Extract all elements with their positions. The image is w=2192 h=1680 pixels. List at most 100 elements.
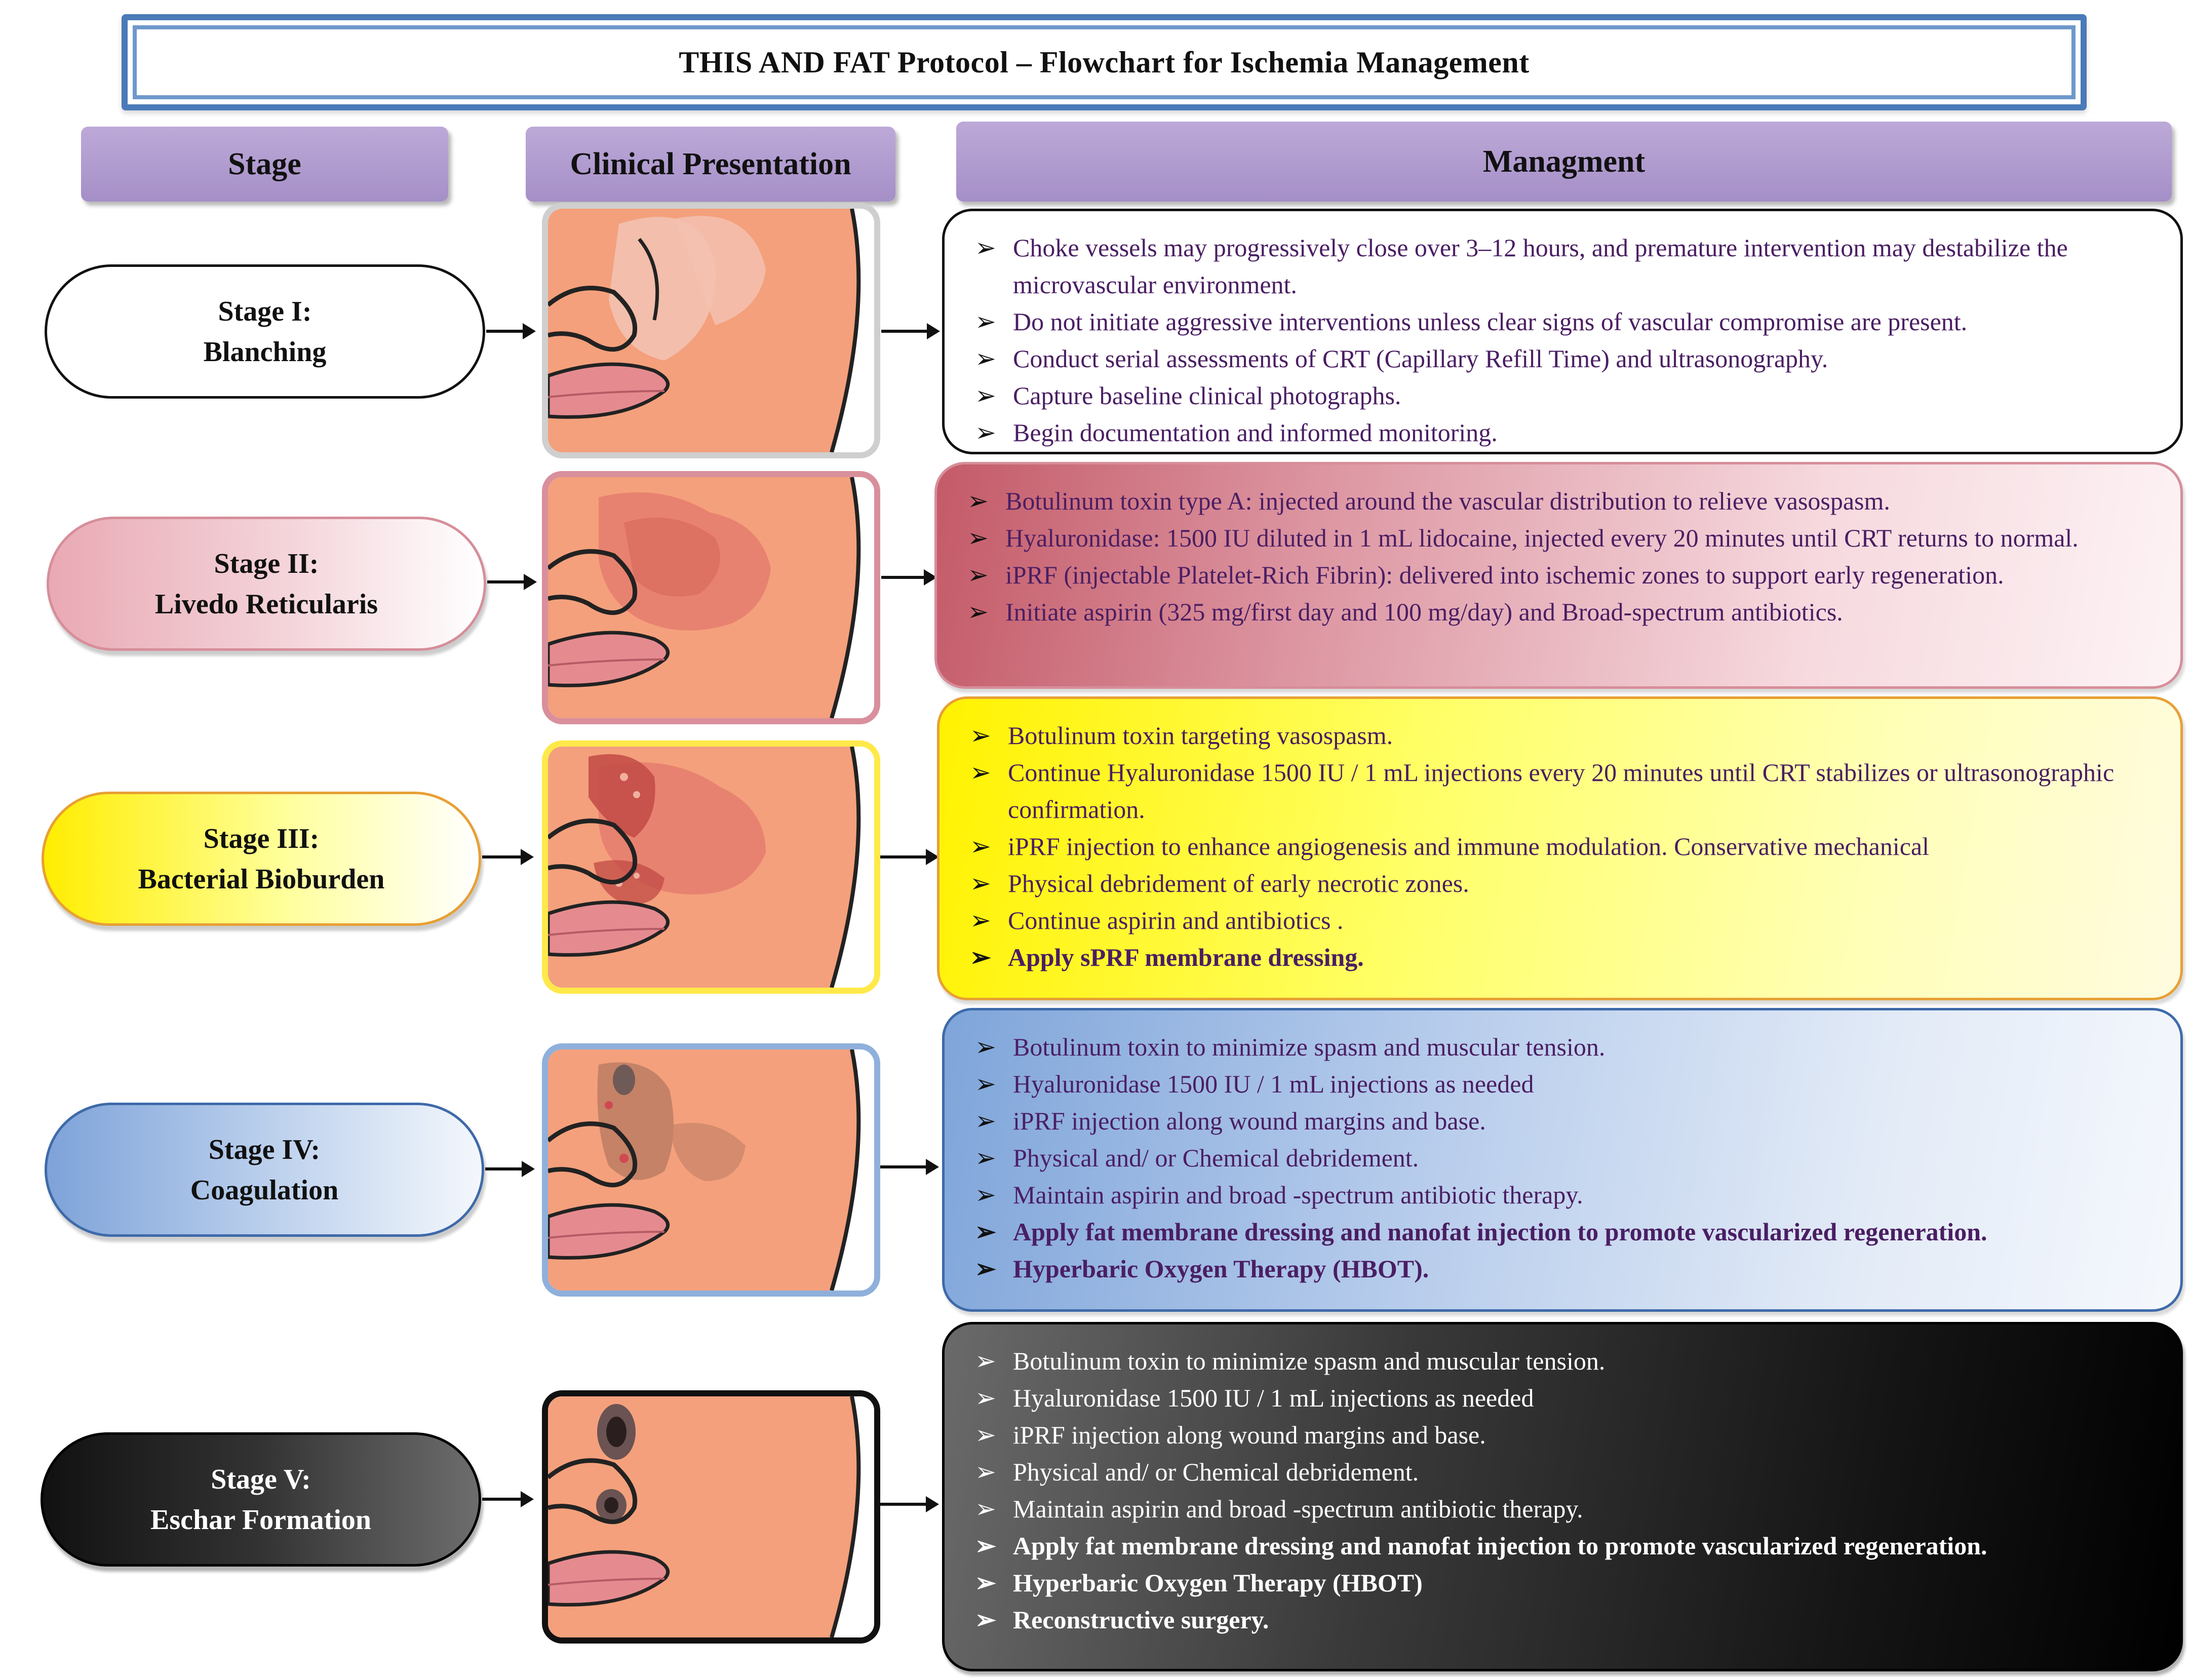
arrow-bullet-icon: ➢: [975, 1181, 996, 1209]
face-blanching-drawing: [548, 209, 874, 452]
list-item: ➢ Maintain aspirin and broad -spectrum an…: [975, 1177, 2150, 1214]
arrow-bullet-icon: ➢: [975, 1458, 996, 1486]
management-list-stage-2: ➢ Botulinum toxin type A: injected around…: [967, 483, 2150, 631]
list-item-text: Capture baseline clinical photographs.: [1013, 381, 1401, 410]
management-box-stage-4: ➢ Botulinum toxin to minimize spasm and m…: [942, 1008, 2183, 1312]
header-clinical: Clinical Presentation: [526, 127, 895, 202]
arrow-stage-1: [486, 323, 536, 339]
list-item-text: Botulinum toxin to minimize spasm and mu…: [1013, 1033, 1606, 1061]
arrow-bullet-icon: ➢: [970, 906, 991, 934]
arrow-bullet-icon: ➢: [975, 381, 996, 410]
arrow-bullet-icon: ➢: [975, 1033, 996, 1061]
list-item-text: Continue aspirin and antibiotics .: [1008, 906, 1344, 934]
list-item: ➢ Hyperbaric Oxygen Therapy (HBOT).: [975, 1251, 2150, 1287]
arrow-bullet-icon: ➢: [970, 758, 991, 787]
stage-2-number: Stage II:: [214, 548, 319, 579]
arrow-bullet-icon: ➢: [975, 1421, 996, 1449]
list-item-text: iPRF injection to enhance angiogenesis a…: [1008, 832, 1930, 861]
header-stage-label: Stage: [228, 146, 301, 181]
face-bioburden-drawing: [548, 747, 874, 988]
header-management-label: Managment: [1482, 144, 1646, 179]
arrow-bullet-icon: ➢: [975, 1384, 996, 1412]
arrow-stage-3: [482, 849, 534, 865]
arrow-bullet-icon: ➢: [975, 1255, 996, 1283]
title-banner: THIS AND FAT Protocol – Flowchart for Is…: [122, 14, 2087, 110]
management-list-stage-3: ➢ Botulinum toxin targeting vasospasm. ➢ C…: [970, 717, 2150, 976]
arrow-bullet-icon: ➢: [970, 832, 991, 861]
list-item: ➢ Continue Hyaluronidase 1500 IU / 1 mL i…: [970, 754, 2150, 828]
face-livedo-drawing: [548, 477, 874, 718]
header-stage: Stage: [81, 127, 448, 202]
arrow-bullet-icon: ➢: [975, 1495, 996, 1523]
list-item-text: iPRF injection along wound margins and b…: [1013, 1421, 1486, 1449]
list-item-text: Reconstructive surgery.: [1013, 1606, 1269, 1634]
list-item: ➢Reconstructive surgery.: [975, 1601, 2150, 1638]
arrow-bullet-icon: ➢: [975, 1144, 996, 1172]
list-item-text: Apply fat membrane dressing and nanofat …: [1013, 1532, 1987, 1560]
management-box-stage-1: ➢ Choke vessels may progressively close o…: [942, 209, 2183, 454]
list-item-text: Botulinum toxin targeting vasospasm.: [1008, 721, 1393, 750]
list-item-text: Hyaluronidase: 1500 IU diluted in 1 mL l…: [1005, 524, 2079, 552]
management-list-stage-4: ➢ Botulinum toxin to minimize spasm and m…: [975, 1029, 2150, 1287]
arrow-bullet-icon: ➢: [975, 1218, 996, 1246]
arrow-bullet-icon: ➢: [975, 1107, 996, 1135]
arrow-mgmt-1: [881, 323, 940, 339]
arrow-bullet-icon: ➢: [970, 943, 991, 971]
list-item-text: Continue Hyaluronidase 1500 IU / 1 mL in…: [1008, 758, 2115, 824]
list-item: ➢ Botulinum toxin type A: injected around…: [967, 483, 2150, 520]
arrow-bullet-icon: ➢: [975, 233, 996, 262]
header-management: Managment: [956, 122, 2172, 202]
arrow-mgmt-5: [880, 1496, 939, 1512]
list-item: ➢Hyaluronidase 1500 IU / 1 mL injections…: [975, 1380, 2150, 1417]
arrow-mgmt-4: [880, 1159, 939, 1175]
arrow-bullet-icon: ➢: [967, 487, 989, 515]
stage-1-name: Blanching: [203, 336, 327, 368]
list-item-text: iPRF (injectable Platelet-Rich Fibrin): …: [1005, 561, 2004, 589]
stage-2-name: Livedo Reticularis: [154, 588, 378, 620]
list-item: ➢ iPRF injection to enhance angiogenesis …: [970, 828, 2150, 865]
stage-3-name: Bacterial Bioburden: [138, 863, 385, 895]
list-item-text: Initiate aspirin (325 mg/first day and 1…: [1005, 598, 1843, 626]
list-item-text: Choke vessels may progressively close ov…: [1013, 233, 2068, 299]
stage-3-pill: Stage III: Bacterial Bioburden: [42, 792, 481, 926]
list-item-text: Botulinum toxin to minimize spasm and mu…: [1013, 1347, 1606, 1375]
arrow-bullet-icon: ➢: [970, 721, 991, 750]
arrow-stage-4: [485, 1161, 535, 1177]
list-item-text: Physical debridement of early necrotic z…: [1008, 869, 1469, 897]
management-list-stage-1: ➢ Choke vessels may progressively close o…: [975, 229, 2150, 451]
list-item: ➢ Botulinum toxin to minimize spasm and m…: [975, 1343, 2150, 1380]
arrow-mgmt-2: [881, 569, 937, 585]
list-item: ➢ Choke vessels may progressively close o…: [975, 229, 2150, 303]
stage-5-pill: Stage V: Eschar Formation: [41, 1432, 481, 1567]
arrow-mgmt-3: [880, 849, 939, 865]
list-item: ➢iPRF (injectable Platelet-Rich Fibrin):…: [967, 557, 2150, 594]
stage-1-pill: Stage I: Blanching: [45, 264, 485, 399]
list-item-text: Maintain aspirin and broad -spectrum ant…: [1013, 1495, 1583, 1523]
management-box-stage-3: ➢ Botulinum toxin targeting vasospasm. ➢ C…: [937, 696, 2183, 1000]
face-illustration-stage-3: [542, 740, 880, 994]
list-item-text: Hyperbaric Oxygen Therapy (HBOT).: [1013, 1255, 1429, 1283]
list-item: ➢Hyperbaric Oxygen Therapy (HBOT): [975, 1565, 2150, 1601]
arrow-bullet-icon: ➢: [967, 524, 989, 552]
list-item: ➢ Hyaluronidase: 1500 IU diluted in 1 mL …: [967, 520, 2150, 557]
arrow-bullet-icon: ➢: [967, 598, 989, 626]
list-item: ➢ Physical and/ or Chemical debridement.: [975, 1140, 2150, 1177]
face-coagulation-drawing: [548, 1049, 874, 1291]
list-item: ➢ Initiate aspirin (325 mg/first day and …: [967, 594, 2150, 631]
list-item: ➢Apply fat membrane dressing and nanofat…: [975, 1528, 2150, 1565]
list-item-text: Maintain aspirin and broad -spectrum ant…: [1013, 1181, 1583, 1209]
list-item: ➢Apply fat membrane dressing and nanofat…: [975, 1214, 2150, 1251]
stage-3-number: Stage III:: [203, 823, 320, 854]
stage-4-name: Coagulation: [190, 1174, 339, 1206]
list-item: ➢Physical debridement of early necrotic …: [970, 865, 2150, 902]
arrow-stage-2: [487, 574, 537, 590]
list-item-text: Botulinum toxin type A: injected around …: [1005, 487, 1890, 515]
stage-4-pill: Stage IV: Coagulation: [45, 1103, 484, 1237]
list-item-text: Physical and/ or Chemical debridement.: [1013, 1144, 1419, 1172]
list-item: ➢ Maintain aspirin and broad -spectrum an…: [975, 1491, 2150, 1528]
list-item: ➢ Botulinum toxin targeting vasospasm.: [970, 717, 2150, 754]
list-item: ➢ Capture baseline clinical photographs.: [975, 377, 2150, 414]
arrow-stage-5: [482, 1491, 534, 1507]
arrow-bullet-icon: ➢: [975, 1347, 996, 1375]
list-item: ➢ Continue aspirin and antibiotics .: [970, 902, 2150, 939]
